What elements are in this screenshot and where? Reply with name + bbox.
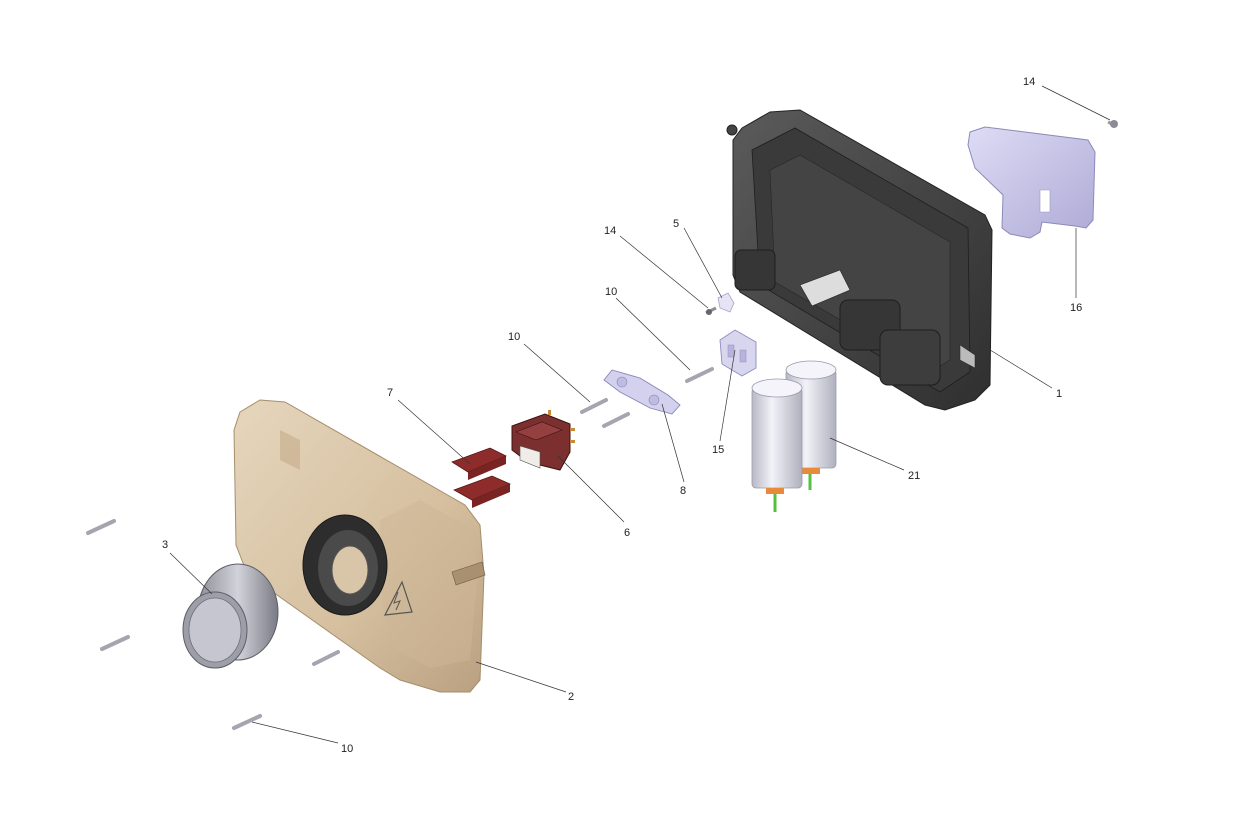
callout-21: 21 xyxy=(908,470,920,482)
rocker-switch-part xyxy=(511,410,575,471)
leader-lines xyxy=(169,85,1111,744)
callout-7: 7 xyxy=(387,387,393,399)
callout-15: 15 xyxy=(712,444,724,456)
callout-10-bottom: 10 xyxy=(341,743,353,755)
capacitor-part xyxy=(751,360,837,512)
front-cover-part xyxy=(233,399,486,693)
callout-6: 6 xyxy=(624,527,630,539)
screw-part xyxy=(705,306,717,315)
callout-8: 8 xyxy=(680,485,686,497)
screw-part xyxy=(86,519,340,730)
bracket-plate-part xyxy=(967,126,1096,239)
housing-part xyxy=(726,109,993,411)
callout-5: 5 xyxy=(673,218,679,230)
knob-ring-part xyxy=(182,563,279,669)
callout-10-left: 10 xyxy=(508,331,520,343)
screw-part xyxy=(580,367,714,428)
callout-2: 2 xyxy=(568,691,574,703)
callout-labels: 14 16 1 14 5 10 10 15 7 6 8 21 3 2 10 xyxy=(162,76,1082,755)
callout-14-top: 14 xyxy=(1023,76,1035,88)
callout-3: 3 xyxy=(162,539,168,551)
terminal-block-part xyxy=(719,329,757,377)
strain-relief-part xyxy=(603,369,681,415)
gasket-part xyxy=(451,447,512,508)
callout-1: 1 xyxy=(1056,388,1062,400)
callout-16: 16 xyxy=(1070,302,1082,314)
callout-10-mid: 10 xyxy=(605,286,617,298)
screw-part xyxy=(1107,120,1118,128)
callout-14-mid: 14 xyxy=(604,225,616,237)
clip-part xyxy=(717,292,735,313)
